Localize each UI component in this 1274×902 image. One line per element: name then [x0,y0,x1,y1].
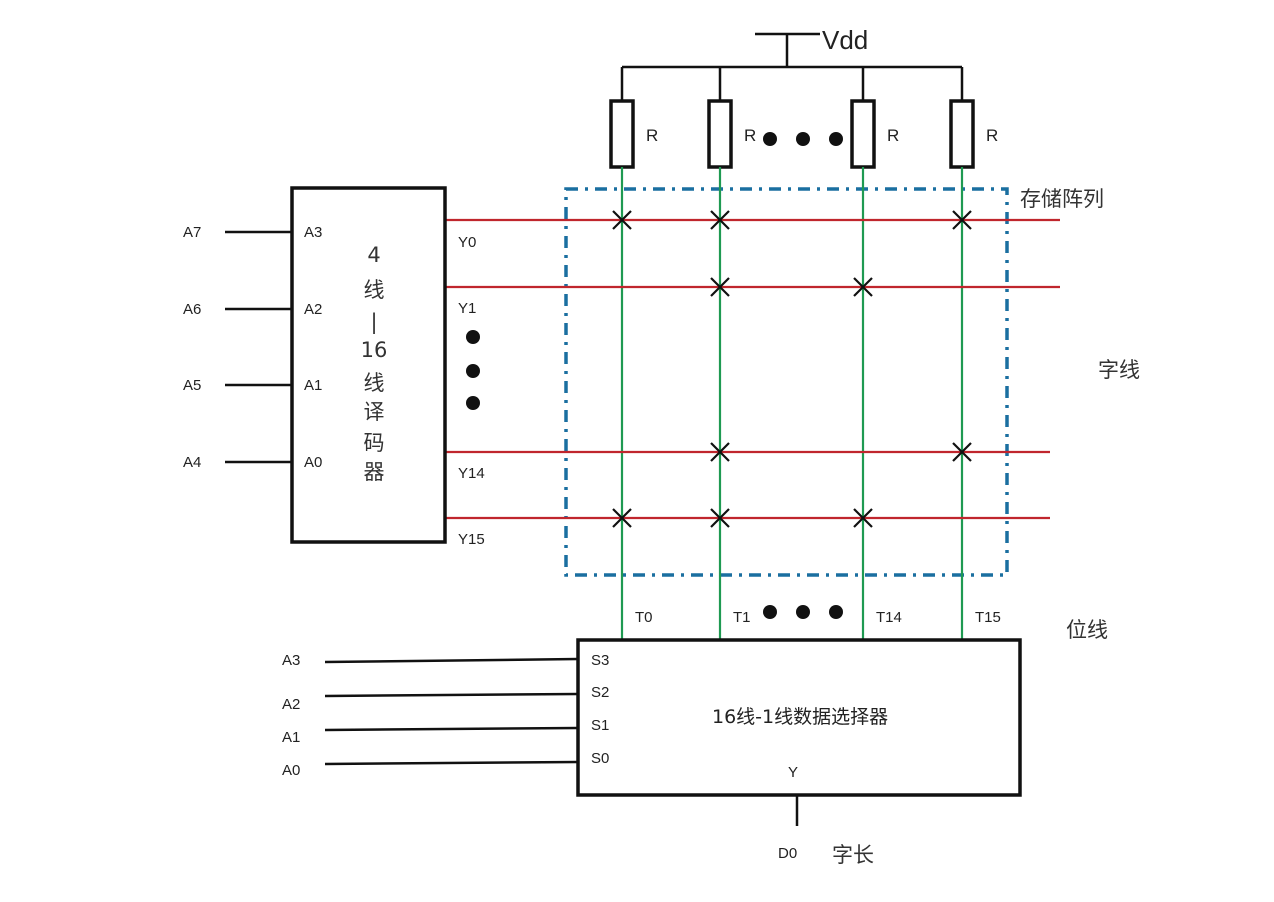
decoder-input: A7 A3 [183,224,322,241]
bit-line-tag: T1 [733,609,751,626]
decoder-output-label: Y1 [458,300,476,317]
decoder-output-label: Y0 [458,234,476,251]
memory-cells [612,210,972,528]
decoder-input: A6 A2 [183,301,322,318]
resistor: R [707,67,756,169]
mux-pin-label: S1 [591,717,609,734]
select-wire [324,657,579,664]
decoder-pin-label: A3 [304,224,322,241]
mux-select-input: A0 S0 [282,750,609,779]
address-label: A7 [183,224,201,241]
address-label: A5 [183,377,201,394]
decoder-pin-label: A0 [304,454,322,471]
resistor-body [609,99,635,169]
mux-pin-label: S2 [591,684,609,701]
bit-line-tag: T14 [876,609,902,626]
resistor-label: R [744,126,756,145]
memory-cell-x-icon [612,210,632,230]
output-label: D0 [778,845,797,862]
decoder-title-char: 线 [364,371,385,395]
bit-lines [620,167,964,640]
memory-cell-x-icon [710,210,730,230]
decoder-title-char: 码 [364,431,385,455]
data-output: D0 字长 [778,795,874,867]
storage-array-label: 存储阵列 [1020,187,1104,211]
decoder-title-char: 16 [361,338,388,362]
vdd-supply: Vdd [622,25,962,69]
mux-select-input: A1 S1 [282,717,609,746]
bit-line-label: 位线 [1066,618,1108,642]
decoder-title-char: 线 [364,278,385,302]
memory-cell-x-icon [710,277,730,297]
mux-select-input: A3 S3 [282,652,609,669]
select-address-label: A0 [282,762,300,779]
memory-cell-x-icon [710,508,730,528]
resistor: R [609,67,658,169]
decoder-box [290,186,447,544]
resistor-label: R [887,126,899,145]
memory-cell-x-icon [952,210,972,230]
vdd-label: Vdd [822,25,868,55]
mux-select-input: A2 S2 [282,684,609,713]
bitline-ellipsis-icon [763,605,843,619]
bit-line-tag: T15 [975,609,1001,626]
resistor-label: R [646,126,658,145]
decoder-title-char: | [370,310,377,335]
storage-array-border [564,187,1009,577]
memory-cell-x-icon [952,442,972,462]
select-address-label: A2 [282,696,300,713]
mux-title: 16线-1线数据选择器 [712,706,888,728]
memory-cell-x-icon [853,508,873,528]
resistor-body [850,99,876,169]
select-address-label: A1 [282,729,300,746]
resistor: R [850,67,899,169]
resistor-label: R [986,126,998,145]
decoder-input: A5 A1 [183,377,322,394]
resistor: R [949,67,998,169]
memory-cell-x-icon [853,277,873,297]
address-label: A6 [183,301,201,318]
decoder-title-char: 器 [364,460,385,484]
decoder-ellipsis-icon [466,330,480,410]
memory-cell-x-icon [612,508,632,528]
memory-cell-x-icon [710,442,730,462]
mux-box [576,638,1022,797]
mux-output-pin: Y [788,764,798,781]
word-line-label: 字线 [1098,358,1140,382]
address-label: A4 [183,454,201,471]
word-length-label: 字长 [832,843,874,867]
bit-line-labels: T0 T1 T14 T15 [635,609,1001,626]
decoder-pin-label: A1 [304,377,322,394]
mux-pin-label: S3 [591,652,609,669]
decoder-pin-label: A2 [304,301,322,318]
resistor-ellipsis-icon [763,132,843,146]
decoder-output-label: Y15 [458,531,485,548]
resistor-body [949,99,975,169]
word-lines [445,218,1060,520]
bit-line-tag: T0 [635,609,653,626]
decoder-input: A4 A0 [183,454,322,471]
select-wire [324,760,579,766]
decoder-title-char: 译 [364,400,385,424]
select-wire [324,726,579,732]
decoder-title-char: 4 [367,243,380,267]
mux-pin-label: S0 [591,750,609,767]
resistor-body [707,99,733,169]
decoder-output-label: Y14 [458,465,485,482]
select-wire [324,692,579,698]
select-address-label: A3 [282,652,300,669]
